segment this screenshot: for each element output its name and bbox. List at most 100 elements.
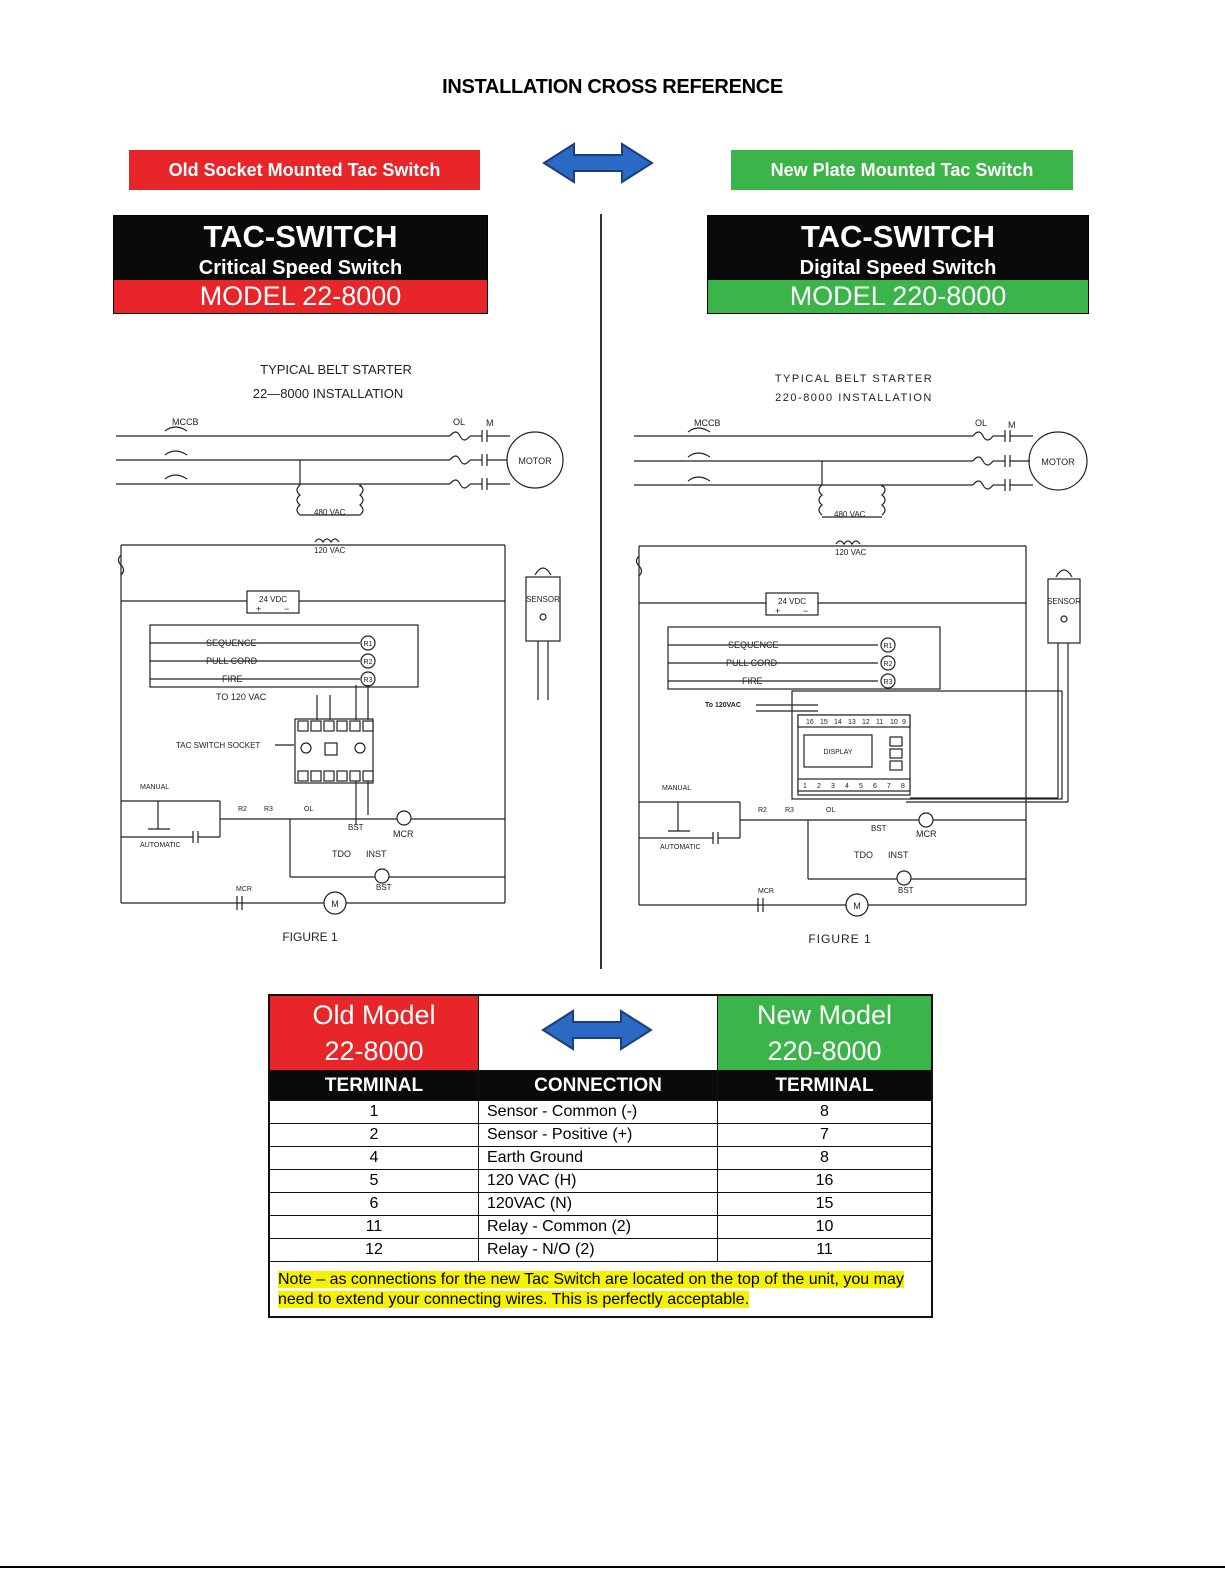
old-diagram-heading2: 22—8000 INSTALLATION bbox=[253, 386, 404, 401]
old-switch-tag: Old Socket Mounted Tac Switch bbox=[129, 150, 480, 190]
svg-text:OL: OL bbox=[975, 418, 987, 428]
table-row: 12 Relay - N/O (2) 11 bbox=[268, 1238, 933, 1262]
svg-text:12: 12 bbox=[862, 719, 870, 726]
svg-text:M: M bbox=[1008, 420, 1016, 430]
svg-text:11: 11 bbox=[876, 719, 883, 726]
svg-text:R1: R1 bbox=[364, 641, 373, 648]
svg-text:TO 120 VAC: TO 120 VAC bbox=[216, 692, 267, 702]
table-row: 4 Earth Ground 8 bbox=[268, 1146, 933, 1170]
svg-text:SEQUENCE: SEQUENCE bbox=[728, 640, 779, 650]
svg-text:R2: R2 bbox=[364, 659, 373, 666]
svg-text:3: 3 bbox=[831, 783, 835, 790]
page-bottom-rule bbox=[0, 1566, 1225, 1568]
svg-text:AUTOMATIC: AUTOMATIC bbox=[660, 844, 701, 851]
new-model-box: TAC-SWITCH Digital Speed Switch MODEL 22… bbox=[707, 215, 1089, 314]
svg-text:TDO: TDO bbox=[854, 850, 873, 860]
svg-text:MCCB: MCCB bbox=[172, 417, 199, 427]
svg-text:13: 13 bbox=[848, 719, 856, 726]
table-row: 11 Relay - Common (2) 10 bbox=[268, 1215, 933, 1239]
old-wiring-diagram: TYPICAL BELT STARTER 22—8000 INSTALLATIO… bbox=[116, 362, 564, 944]
svg-text:PULL CORD: PULL CORD bbox=[726, 658, 778, 668]
svg-text:MCR: MCR bbox=[758, 888, 774, 895]
svg-text:R3: R3 bbox=[785, 807, 794, 814]
svg-text:R2: R2 bbox=[758, 807, 767, 814]
svg-text:TDO: TDO bbox=[332, 849, 351, 859]
svg-text:MOTOR: MOTOR bbox=[1041, 457, 1075, 467]
svg-text:2: 2 bbox=[817, 783, 821, 790]
center-divider bbox=[600, 214, 602, 969]
new-box-subtitle: Digital Speed Switch bbox=[708, 256, 1088, 280]
svg-text:M: M bbox=[486, 418, 494, 428]
page-title: INSTALLATION CROSS REFERENCE bbox=[442, 76, 783, 98]
svg-text:R3: R3 bbox=[884, 679, 893, 686]
svg-text:OL: OL bbox=[304, 806, 313, 813]
svg-text:24 VDC: 24 VDC bbox=[778, 597, 806, 606]
old-model-box: TAC-SWITCH Critical Speed Switch MODEL 2… bbox=[113, 215, 488, 314]
svg-text:8: 8 bbox=[901, 783, 905, 790]
svg-text:BST: BST bbox=[871, 824, 887, 833]
svg-text:AUTOMATIC: AUTOMATIC bbox=[140, 842, 181, 849]
old-terminal-col-header: TERMINAL bbox=[268, 1070, 479, 1101]
svg-text:15: 15 bbox=[820, 719, 828, 726]
svg-text:R3: R3 bbox=[364, 677, 373, 684]
new-box-title: TAC-SWITCH bbox=[708, 216, 1088, 256]
svg-text:+: + bbox=[256, 604, 261, 614]
svg-text:SEQUENCE: SEQUENCE bbox=[206, 638, 257, 648]
svg-text:SENSOR: SENSOR bbox=[1047, 597, 1081, 606]
new-box-model: MODEL 220-8000 bbox=[708, 280, 1088, 313]
svg-text:+: + bbox=[775, 606, 780, 616]
svg-text:480 VAC: 480 VAC bbox=[834, 510, 866, 519]
table-row: 6 120VAC (N) 15 bbox=[268, 1192, 933, 1216]
svg-text:INST: INST bbox=[366, 849, 387, 859]
svg-text:TAC SWITCH SOCKET: TAC SWITCH SOCKET bbox=[176, 741, 260, 750]
svg-text:24 VDC: 24 VDC bbox=[259, 595, 287, 604]
table-row: 2 Sensor - Positive (+) 7 bbox=[268, 1123, 933, 1147]
new-switch-tag: New Plate Mounted Tac Switch bbox=[731, 150, 1073, 190]
svg-text:BST: BST bbox=[376, 883, 392, 892]
svg-text:9: 9 bbox=[902, 719, 906, 726]
svg-text:R2: R2 bbox=[238, 806, 247, 813]
svg-text:BST: BST bbox=[348, 823, 364, 832]
svg-text:120 VAC: 120 VAC bbox=[314, 546, 346, 555]
svg-text:MCR: MCR bbox=[916, 829, 937, 839]
svg-text:DISPLAY: DISPLAY bbox=[823, 749, 852, 756]
svg-text:PULL CORD: PULL CORD bbox=[206, 656, 258, 666]
svg-text:FIRE: FIRE bbox=[742, 676, 763, 686]
svg-text:MCR: MCR bbox=[236, 886, 252, 893]
svg-text:MCR: MCR bbox=[393, 829, 414, 839]
new-wiring-diagram: TYPICAL BELT STARTER 220-8000 INSTALLATI… bbox=[634, 373, 1088, 946]
connection-col-header: CONNECTION bbox=[478, 1070, 718, 1101]
svg-text:−: − bbox=[284, 604, 289, 614]
svg-text:OL: OL bbox=[453, 417, 465, 427]
svg-text:M: M bbox=[331, 899, 339, 909]
svg-text:FIGURE 1: FIGURE 1 bbox=[282, 930, 338, 944]
svg-text:To 120VAC: To 120VAC bbox=[705, 702, 741, 709]
table-row: 5 120 VAC (H) 16 bbox=[268, 1169, 933, 1193]
table-row: 1 Sensor - Common (-) 8 bbox=[268, 1100, 933, 1124]
new-terminal-col-header: TERMINAL bbox=[717, 1070, 933, 1101]
svg-text:5: 5 bbox=[859, 783, 863, 790]
old-box-title: TAC-SWITCH bbox=[114, 216, 487, 256]
svg-text:10: 10 bbox=[890, 719, 898, 726]
svg-text:MANUAL: MANUAL bbox=[140, 784, 169, 791]
svg-text:14: 14 bbox=[834, 719, 842, 726]
old-diagram-heading1: TYPICAL BELT STARTER bbox=[260, 362, 412, 377]
double-arrow-icon bbox=[542, 142, 654, 184]
svg-text:6: 6 bbox=[873, 783, 877, 790]
svg-text:MOTOR: MOTOR bbox=[518, 456, 552, 466]
svg-text:120 VAC: 120 VAC bbox=[835, 548, 867, 557]
svg-text:16: 16 bbox=[806, 719, 814, 726]
svg-text:MCCB: MCCB bbox=[694, 418, 721, 428]
svg-text:OL: OL bbox=[826, 807, 835, 814]
svg-text:FIRE: FIRE bbox=[222, 674, 243, 684]
svg-text:R3: R3 bbox=[264, 806, 273, 813]
svg-text:FIGURE 1: FIGURE 1 bbox=[808, 932, 871, 946]
svg-text:1: 1 bbox=[803, 783, 807, 790]
svg-text:M: M bbox=[853, 901, 861, 911]
svg-text:BST: BST bbox=[898, 886, 914, 895]
old-box-subtitle: Critical Speed Switch bbox=[114, 256, 487, 280]
new-top-terminals bbox=[797, 714, 911, 728]
new-diagram-heading2: 220-8000 INSTALLATION bbox=[775, 392, 933, 404]
